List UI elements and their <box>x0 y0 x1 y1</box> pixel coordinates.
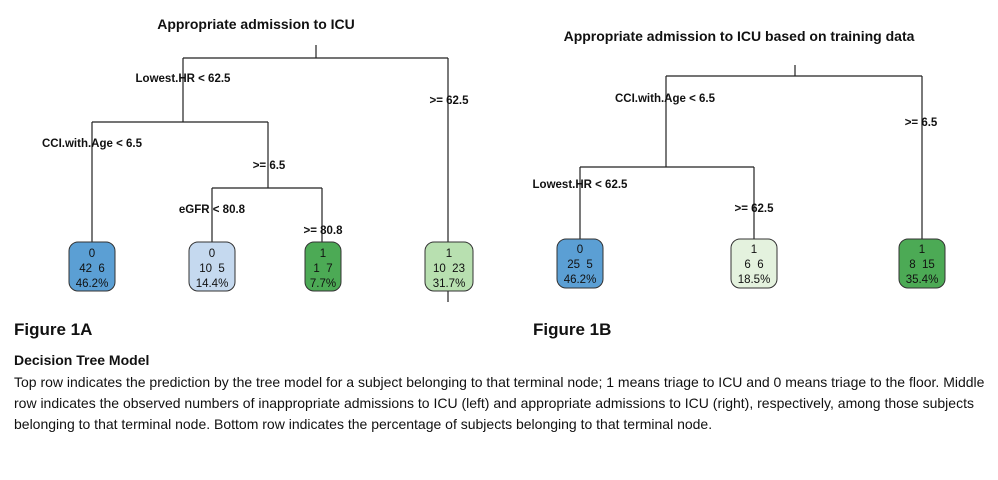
tree-a-leaf-4-box <box>424 241 474 292</box>
leaf-percentage: 18.5% <box>738 274 771 286</box>
leaf-percentage: 7.7% <box>310 278 336 290</box>
leaf-percentage: 31.7% <box>433 278 466 290</box>
tree-a-edges <box>91 45 449 302</box>
tree-a-leaf-2-box <box>188 241 236 292</box>
tree-a-leaf-3-box <box>304 241 342 292</box>
tree-a-split-egfr: eGFR < 80.8 <box>179 204 246 216</box>
leaf-class: 0 <box>209 248 215 260</box>
leaf-percentage: 46.2% <box>564 274 597 286</box>
leaf-counts: 10 23 <box>433 263 465 275</box>
leaf-class: 1 <box>919 244 925 256</box>
tree-a-title: Appropriate admission to ICU <box>157 16 355 32</box>
leaf-percentage: 14.4% <box>196 278 229 290</box>
leaf-counts: 25 5 <box>567 259 593 271</box>
leaf-percentage: 35.4% <box>906 274 939 286</box>
tree-a-split-cci: CCI.with.Age < 6.5 <box>42 138 143 150</box>
tree-a-leaf-4: 1 10 23 31.7% <box>424 241 474 292</box>
tree-b-edges <box>579 65 923 246</box>
leaf-counts: 10 5 <box>199 263 225 275</box>
leaf-class: 1 <box>751 244 757 256</box>
tree-b-split-lowest-hr-right: >= 62.5 <box>734 203 774 215</box>
tree-b: Appropriate admission to ICU based on tr… <box>533 28 946 289</box>
tree-b-leaf-2-box <box>730 238 778 289</box>
tree-b-split-cci: CCI.with.Age < 6.5 <box>615 93 716 105</box>
caption-body: Top row indicates the prediction by the … <box>14 374 985 432</box>
tree-a: Appropriate admission to ICU Lowest.HR <… <box>42 16 474 302</box>
tree-b-leaf-3: 1 8 15 35.4% <box>898 238 946 289</box>
leaf-class: 0 <box>89 248 95 260</box>
tree-a-leaf-3: 1 1 7 7.7% <box>304 241 342 292</box>
tree-a-leaf-1: 0 42 6 46.2% <box>68 241 116 292</box>
leaf-class: 0 <box>577 244 583 256</box>
tree-b-split-lowest-hr: Lowest.HR < 62.5 <box>533 179 629 191</box>
leaf-class: 1 <box>320 248 326 260</box>
tree-a-split-lowest-hr-right: >= 62.5 <box>429 95 469 107</box>
tree-b-leaf-1: 0 25 5 46.2% <box>556 238 604 289</box>
tree-b-title: Appropriate admission to ICU based on tr… <box>564 28 915 44</box>
tree-b-split-cci-right: >= 6.5 <box>905 117 938 129</box>
figure-caption: Decision Tree Model Top row indicates th… <box>14 352 989 435</box>
leaf-counts: 8 15 <box>909 259 935 271</box>
leaf-counts: 1 7 <box>313 263 332 275</box>
tree-a-leaf-1-box <box>68 241 116 292</box>
figure-1a-label: Figure 1A <box>14 320 93 339</box>
leaf-counts: 6 6 <box>744 259 763 271</box>
tree-b-leaf-3-box <box>898 238 946 289</box>
leaf-percentage: 46.2% <box>76 278 109 290</box>
caption-heading: Decision Tree Model <box>14 352 150 368</box>
leaf-class: 1 <box>446 248 452 260</box>
tree-a-split-cci-right: >= 6.5 <box>253 160 286 172</box>
tree-a-split-egfr-right: >= 80.8 <box>303 225 343 237</box>
leaf-counts: 42 6 <box>79 263 105 275</box>
decision-tree-figures: Appropriate admission to ICU Lowest.HR <… <box>42 16 946 302</box>
tree-b-leaf-2: 1 6 6 18.5% <box>730 238 778 289</box>
tree-b-leaf-1-box <box>556 238 604 289</box>
figure-1b-label: Figure 1B <box>533 320 612 339</box>
tree-a-split-lowest-hr: Lowest.HR < 62.5 <box>136 73 232 85</box>
tree-a-leaf-2: 0 10 5 14.4% <box>188 241 236 292</box>
